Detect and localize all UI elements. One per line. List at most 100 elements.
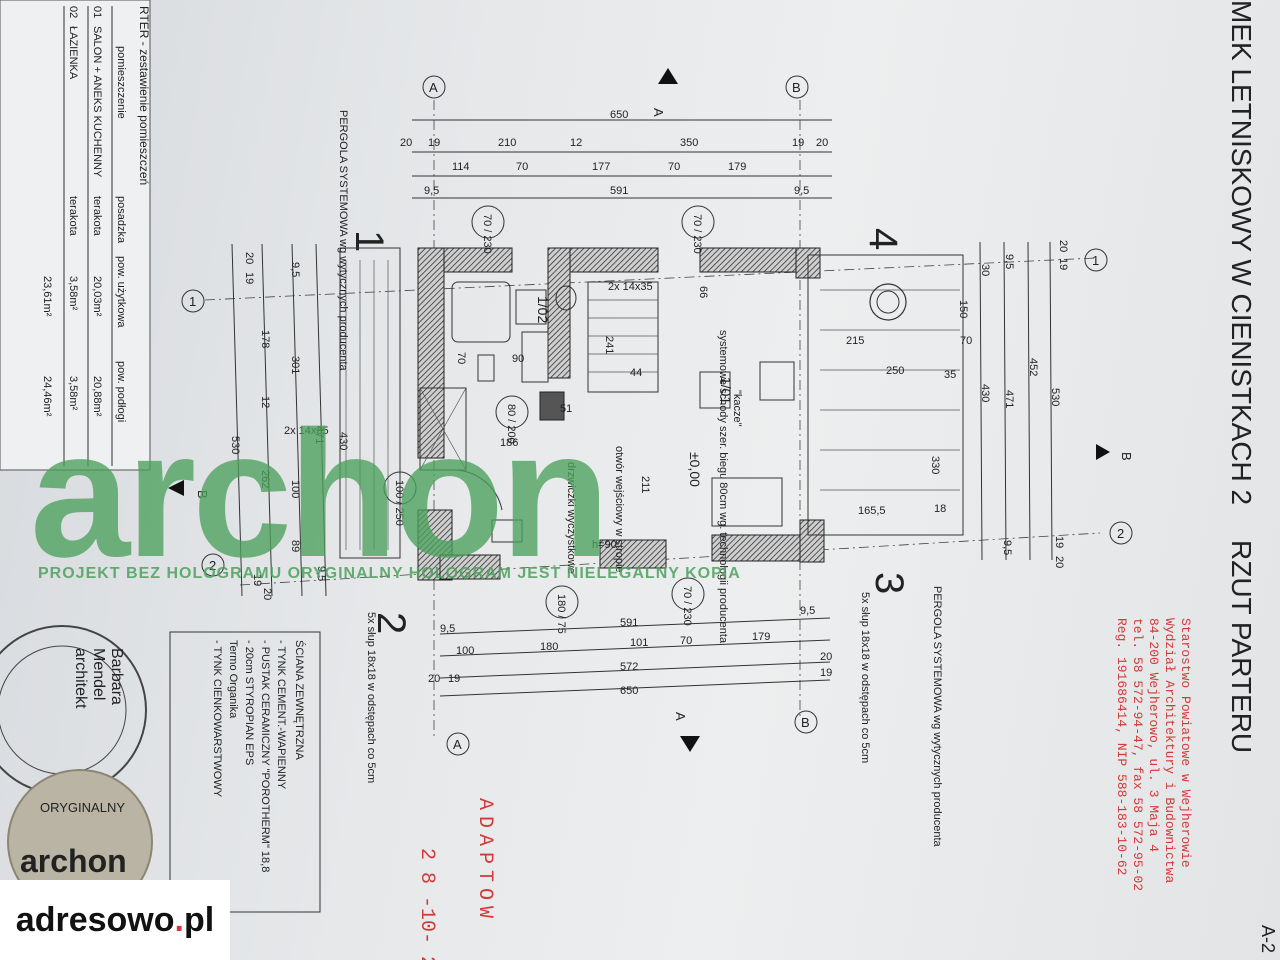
fridge [491,519,523,543]
posts-a-text: 5x słup 18x18 w odstępach co 5cm [365,612,377,783]
dim-bot-95a: 9,5 [440,623,455,635]
axis-a-bottom: A [453,737,462,752]
dim-bot-20a: 20 [428,673,440,685]
svg-text:70: 70 [960,335,972,347]
svg-text:250: 250 [886,365,904,377]
shower-tray [451,281,511,343]
adapt-stamp: ADAPTOW 2 8 -10- 2019 [415,798,496,960]
seal-names: Barbara Mendel architekt [72,648,125,709]
dim-left-262: 262 [259,470,271,488]
wall-spec-heading: ŚCIANA ZEWNĘTRZNA [293,640,306,760]
dim-right-19b: 19 [1053,536,1065,548]
table-sum-usable: 23,61m² [41,276,53,317]
posts-b-text: 5x słup 18x18 w odstępach co 5cm [859,592,871,763]
dim-left-20b: 20 [261,588,273,600]
dim-bot-101: 101 [630,637,648,649]
table-row2-name: ŁAZIENKA [67,26,79,80]
table-col-usable: pow. użytkowa [115,256,127,328]
wall-spec-item-5: - TYNK CIENKOWARSTWOWY [211,640,223,798]
dining-table [711,477,783,527]
dim-right-452: 452 [1027,358,1039,376]
room-table-frame [0,0,151,471]
dim-left-95a: 9,5 [289,262,301,277]
dim-top-70b: 70 [668,161,680,173]
door-swing [451,469,503,511]
table-heading: RTER - zestawienie pomieszczeń [137,6,151,185]
opening-top-left: 70 / 230 [481,214,493,254]
height-90: h=90 [592,539,617,551]
pergola-note-top: PERGOLA SYSTEMOWA wg wytycznych producen… [337,110,349,372]
dim-top-591: 591 [610,185,628,197]
dim-right-95b: 9,5 [1001,540,1013,555]
cleanout-text: drzwiczki wyczystkowe [565,462,577,574]
dim-right-20b: 20 [1053,556,1065,568]
title-text: MEK LETNISKOWY W CIENISTKACH 2 [1226,0,1257,505]
opening-bath: 80 / 200 [505,404,517,444]
wall-spec-item-1: - TYNK CEMENT.-WAPIENNY [275,640,287,790]
dim-right-471: 471 [1003,390,1015,408]
archon-watermark-text: PROJEKT BEZ HOLOGRAMU ORYGINALNY HOLOGRA… [38,565,741,582]
axis-2-right: 2 [1117,526,1124,541]
adapt-date: 2 8 -10- 2019 [415,848,438,960]
axis-b-top: B [792,80,801,95]
dim-top-177: 177 [592,161,610,173]
svg-text:18: 18 [934,503,946,515]
section-label-bottom: A [673,712,688,721]
svg-text:186: 186 [500,437,518,449]
dim-right-430: 430 [979,384,991,402]
wall-spec-item-4: Termo Organika [227,640,239,719]
dim-right-19a: 19 [1057,258,1069,270]
dim-top-350: 350 [680,137,698,149]
dim-right-20a: 20 [1057,240,1069,252]
posts-note-left: 5x słup 18x18 w odstępach co 5cm [365,612,377,783]
openings: 70 / 230 70 / 230 80 / 200 100 / 250 180… [383,205,715,634]
dim-bot-95b: 9,5 [800,605,815,617]
dim-right-330: 330 [929,456,941,474]
opening-bottom-right: 70 / 230 [681,586,693,626]
stamp-line-4: tel. 58 572-94-47, fax 58 572-95-02 [1130,618,1145,891]
archon-watermark-logo: archon [30,394,610,595]
stamp-line-2: Wydział Architektury i Budownictwa [1162,618,1177,883]
table-row1-floor: terakota [91,196,103,237]
zone-4: 4 [861,228,905,250]
dim-top-12: 12 [570,137,582,149]
sink-icon [477,354,495,382]
dim-left-89: 89 [289,540,301,552]
dim-left-20a: 20 [243,252,255,264]
hatch-text: otwór wejściowy w stropie [613,446,625,573]
dim-top-70a: 70 [516,161,528,173]
table-col-floor: posadzka [115,196,127,244]
dim-left-100: 100 [289,480,301,498]
adapt-text: ADAPTOW [473,798,496,924]
wall-spec: ŚCIANA ZEWNĘTRZNA - TYNK CEMENT.-WAPIENN… [211,640,306,872]
dim-bot-19a: 19 [448,673,460,685]
stairs-text: systemowe schody szer. biegu 80cm wg. te… [717,330,729,644]
section-arrow-bottom [680,736,700,752]
dim-left-301: 301 [289,356,301,374]
dim-right-530: 530 [1049,388,1061,406]
axis-1-right: 1 [1092,253,1099,268]
adresowo-badge[interactable]: adresowo.pl [0,880,230,960]
axis-2-line [239,532,1101,586]
svg-text:165,5: 165,5 [858,505,886,517]
axis-1-left: 1 [189,294,196,309]
table-plant-icon [869,283,907,321]
sofa [759,361,795,401]
dim-top-20b: 20 [816,137,828,149]
table-row1-no: 01 [91,6,103,18]
dim-bot-572: 572 [620,661,638,673]
dim-top-19a: 19 [428,137,440,149]
dim-top-179: 179 [728,161,746,173]
pergola-right [820,289,960,491]
axis-1-line [204,257,1096,301]
stamp-line-5: Reg. 191686414, NIP 588-183-10-62 [1114,618,1129,875]
dim-right-30: 30 [979,264,991,276]
table-sum-floor: 24,46m² [41,376,53,417]
table-row1-name: SALON + ANEKS KUCHENNY [91,26,103,178]
dim-left-471: 471 [313,426,325,444]
dim-bot-180: 180 [540,641,558,653]
zone-2: 2 [369,612,413,634]
dim-bot-650: 650 [620,685,638,697]
dim-left-530: 530 [229,436,241,454]
dims-bottom: 9,5 591 9,5 100 180 101 70 179 20 19 572… [428,605,832,697]
